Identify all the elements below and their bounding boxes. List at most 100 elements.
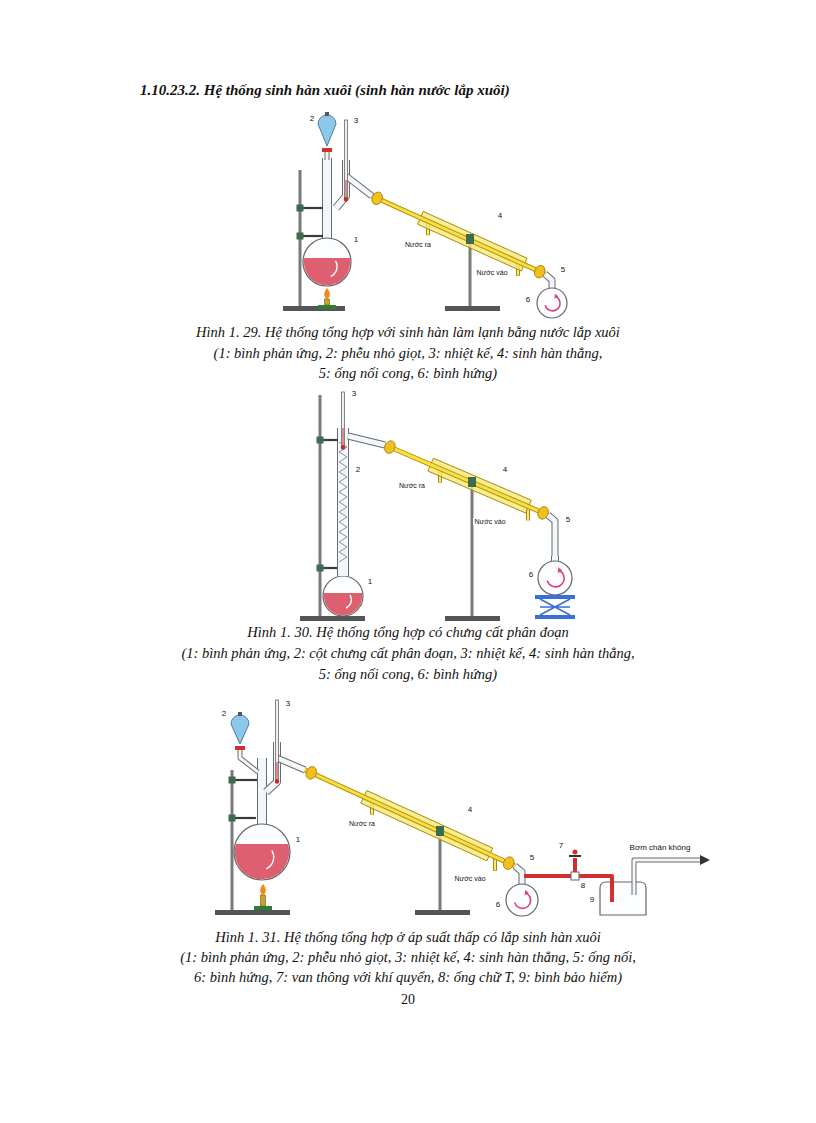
- side-arm: [346, 176, 372, 196]
- callout-number: 7: [558, 842, 564, 850]
- swirl-arrow-head: [525, 890, 529, 895]
- receiving-flask: [538, 561, 572, 595]
- clamp-boss: [317, 437, 324, 444]
- callout-number: 1: [367, 578, 373, 586]
- reaction-flask: [303, 238, 351, 286]
- reaction-liquid: [304, 258, 350, 285]
- claisen-adapter-bore: [258, 758, 266, 800]
- reaction-liquid: [235, 844, 289, 879]
- dropping-funnel: [231, 715, 249, 744]
- callout-number: 5: [560, 266, 566, 274]
- callout-number: 4: [467, 806, 473, 814]
- stand-base: [215, 910, 290, 915]
- callout-number: 2: [309, 115, 315, 123]
- lab-jack-base: [535, 615, 575, 619]
- callout-number: 3: [351, 390, 357, 398]
- stir-arrow: [346, 595, 351, 608]
- swirl-arrow-head: [558, 567, 562, 573]
- ground-joint: [304, 765, 318, 781]
- condenser-clamp: [468, 477, 476, 487]
- bent-adapter-bore: [548, 515, 555, 564]
- clamp-boss: [229, 815, 236, 822]
- thermometer-bulb: [275, 779, 279, 783]
- caption-line: 5: ống nối cong, 6: bình hứng): [319, 366, 497, 382]
- thermometer-bulb: [344, 197, 348, 201]
- vacuum-adapter: [515, 866, 522, 886]
- receiving-flask: [506, 884, 538, 916]
- water-label: Nước vào: [453, 875, 486, 882]
- side-arm-bore: [346, 176, 372, 196]
- callout-number: 2: [221, 710, 227, 718]
- reaction-flask: [323, 576, 363, 616]
- burner-base: [254, 906, 272, 910]
- valve-knob: [573, 850, 578, 855]
- clamp-boss: [317, 565, 324, 572]
- side-arm-bore: [277, 758, 305, 770]
- vacuum-hose: [524, 876, 612, 902]
- callout-number: 5: [565, 516, 571, 524]
- pump-line-bore: [634, 860, 700, 895]
- clamp-boss: [229, 777, 236, 784]
- reaction-flask: [234, 824, 290, 880]
- callout-number: 9: [589, 896, 595, 904]
- caption-line: Hình 1. 31. Hệ thống tổng hợp ở áp suất …: [215, 930, 601, 946]
- callout-number: 4: [497, 212, 503, 220]
- swirl-arrow-head: [554, 294, 558, 299]
- clamp-arm: [232, 779, 257, 781]
- claisen-adapter: [257, 758, 267, 800]
- burner-base: [318, 305, 336, 309]
- swirl-arrow: [545, 296, 560, 311]
- swirl-arrow: [515, 893, 531, 909]
- callout-number: 3: [285, 700, 291, 708]
- callout-number: 1: [295, 836, 301, 844]
- stand-rod: [471, 478, 474, 616]
- callout-number: 2: [355, 466, 361, 474]
- callout-number: 6: [525, 296, 531, 304]
- callout-number: 3: [353, 117, 359, 125]
- condenser-inner-bore: [385, 445, 548, 515]
- condenser-inner-tube: [385, 445, 548, 515]
- condenser-inner-bore: [372, 196, 545, 274]
- thermometer: [276, 700, 279, 780]
- page-number: 20: [401, 992, 415, 1007]
- water-label: Nước vào: [473, 518, 506, 525]
- reaction-liquid: [324, 593, 362, 615]
- condenser-jacket: [418, 211, 528, 271]
- fractionating-column: [337, 428, 349, 576]
- callout-number: 8: [580, 882, 586, 890]
- water-label: Nước ra: [398, 482, 426, 489]
- t-piece: [571, 872, 579, 880]
- stand-base: [283, 306, 345, 311]
- caption-line: 5: ống nối cong, 6: bình hứng): [319, 667, 497, 683]
- water-label: Nước ra: [404, 241, 432, 248]
- callout-number: 6: [495, 901, 501, 909]
- stand-base: [415, 910, 470, 915]
- clamp-arm: [232, 817, 256, 819]
- figure-1-31: [215, 700, 710, 916]
- pump-arrow-head: [700, 855, 710, 865]
- caption-line: (1: bình phản ứng, 2: phễu nhỏ giọt, 3: …: [180, 950, 636, 966]
- caption-line: 6: bình hứng, 7: van thông với khí quyển…: [194, 970, 622, 986]
- claisen-adapter: [322, 158, 332, 212]
- side-arm-bore: [348, 436, 385, 445]
- funnel-stopcock: [235, 746, 245, 750]
- fractionating-column-bore: [338, 428, 348, 576]
- thermometer-column: [343, 428, 344, 446]
- receiving-flask: [537, 288, 567, 318]
- side-arm: [348, 436, 385, 445]
- condenser-inner-tube: [372, 196, 545, 274]
- clamp-boss: [297, 205, 304, 212]
- figure-1-30: [300, 392, 575, 621]
- callout-number: 4: [502, 466, 508, 474]
- lab-jack-top: [535, 595, 575, 599]
- side-arm: [277, 758, 305, 770]
- stand-rod: [319, 395, 322, 616]
- safety-bottle: [600, 882, 646, 915]
- caption-line: Hình 1. 29. Hệ thống tổng hợp với sinh h…: [196, 325, 620, 341]
- caption-line: Hình 1. 30. Hệ thống tổng hợp có chưng c…: [247, 625, 568, 641]
- claisen-adapter-bore: [323, 158, 331, 212]
- funnel-stem-bore: [240, 750, 258, 772]
- callout-number: 1: [353, 236, 359, 244]
